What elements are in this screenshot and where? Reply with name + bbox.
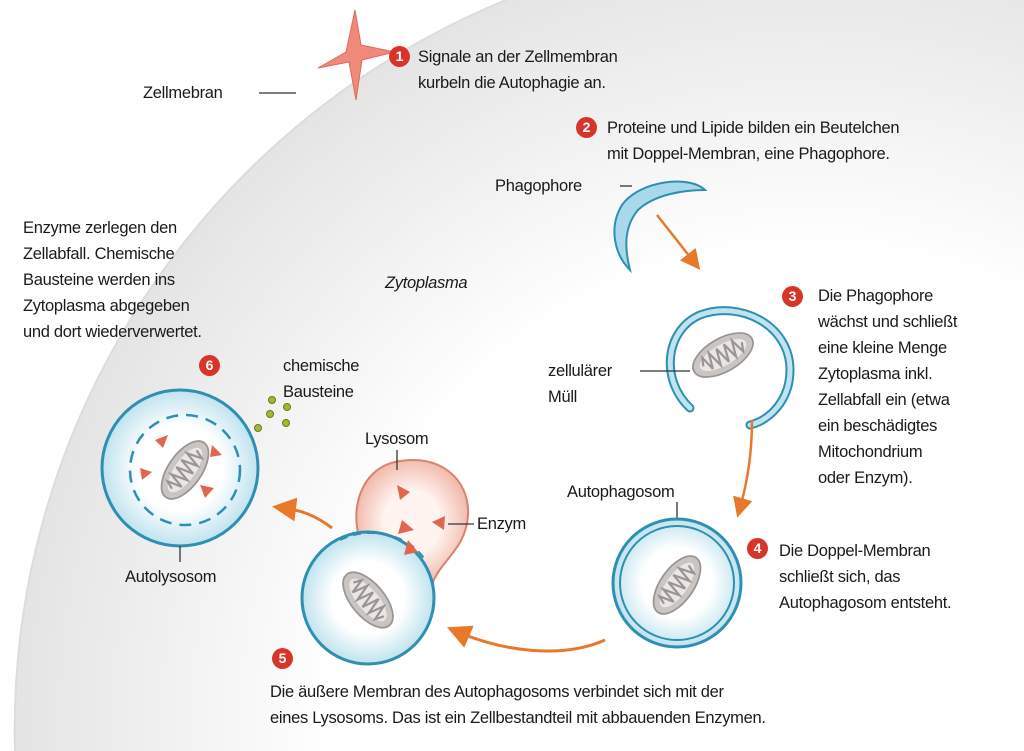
phagophore-shape — [613, 180, 708, 274]
arrow-step4-5 — [446, 625, 606, 653]
step-4-text: Die Doppel-Membran schließt sich, das Au… — [779, 538, 952, 616]
text-line: und dort wiederverwertet. — [23, 323, 202, 341]
cell-body — [14, 0, 1024, 751]
label-lysosom: Lysosom — [365, 430, 429, 448]
label-phagophore: Phagophore — [495, 177, 582, 195]
step-2-text: Proteine und Lipide bilden ein Beutelche… — [607, 115, 900, 167]
text-line: Proteine und Lipide bilden ein Beutelche… — [607, 119, 900, 137]
label-autophagosom: Autophagosom — [567, 483, 675, 501]
text-line: Autophagosom entsteht. — [779, 594, 952, 612]
text-line: Die äußere Membran des Autophagosoms ver… — [270, 683, 724, 701]
text-line: Zytoplasma abgegeben — [23, 297, 190, 315]
label-line: zellulärer — [548, 362, 612, 380]
cell-membrane — [13, 0, 507, 751]
label-line: Müll — [548, 388, 578, 406]
text-line: Signale an der Zellmembran — [418, 48, 618, 66]
text-line: eines Lysosoms. Das ist ein Zellbestandt… — [270, 709, 766, 727]
step-3-text: Die Phagophore wächst und schließt eine … — [818, 283, 958, 491]
step-6-badge: 6 — [199, 355, 220, 376]
step-5-text: Die äußere Membran des Autophagosoms ver… — [270, 679, 766, 731]
step-6-text: Enzyme zerlegen den Zellabfall. Chemisch… — [23, 215, 202, 345]
step-2-badge: 2 — [576, 117, 597, 138]
label-line: Bausteine — [283, 383, 354, 401]
text-line: Zellabfall ein (etwa — [818, 391, 950, 409]
text-line: Bausteine werden ins — [23, 271, 175, 289]
label-enzym: Enzym — [477, 515, 526, 533]
arrow-step3-4 — [733, 419, 754, 518]
enzyme-icons — [140, 435, 222, 498]
text-line: Die Doppel-Membran — [779, 542, 931, 560]
label-autolysosom: Autolysosom — [125, 568, 217, 586]
label-zellmembran: Zellmebran — [143, 84, 223, 102]
text-line: Die Phagophore — [818, 287, 934, 305]
text-line: schließt sich, das — [779, 568, 901, 586]
step-4-badge: 4 — [747, 538, 768, 559]
label-zytoplasma: Zytoplasma — [385, 274, 468, 292]
text-line: kurbeln die Autophagie an. — [418, 74, 606, 92]
enzyme-icons — [397, 485, 445, 555]
text-line: ein beschädigtes — [818, 417, 938, 435]
chemical-building-blocks — [254, 396, 291, 432]
text-line: eine kleine Menge — [818, 339, 947, 357]
text-line: wächst und schließt — [818, 313, 958, 331]
text-line: Mitochondrium — [818, 443, 923, 461]
text-line: Enzyme zerlegen den — [23, 219, 177, 237]
text-line: mit Doppel-Membran, eine Phagophore. — [607, 145, 890, 163]
step-5-badge: 5 — [272, 648, 293, 669]
label-line: chemische — [283, 357, 360, 375]
fusing-membrane — [339, 532, 426, 561]
signal-star-icon — [317, 9, 396, 101]
step-1-badge: 1 — [389, 46, 410, 67]
text-line: Zytoplasma inkl. — [818, 365, 933, 383]
label-zellulaerer-muell: zellulärer Müll — [548, 358, 612, 410]
label-chemische-bausteine: chemische Bausteine — [283, 353, 359, 405]
growing-phagophore-inner — [667, 308, 793, 428]
arrow-step5-6 — [272, 497, 333, 530]
autolysosome-inner-membrane — [128, 413, 242, 527]
text-line: oder Enzym). — [818, 469, 913, 487]
step-1-text: Signale an der Zellmembran kurbeln die A… — [418, 44, 618, 96]
step-3-badge: 3 — [782, 286, 803, 307]
autophagosome-inner-membrane — [619, 525, 735, 641]
arrow-step2-3 — [656, 214, 701, 270]
text-line: Zellabfall. Chemische — [23, 245, 175, 263]
